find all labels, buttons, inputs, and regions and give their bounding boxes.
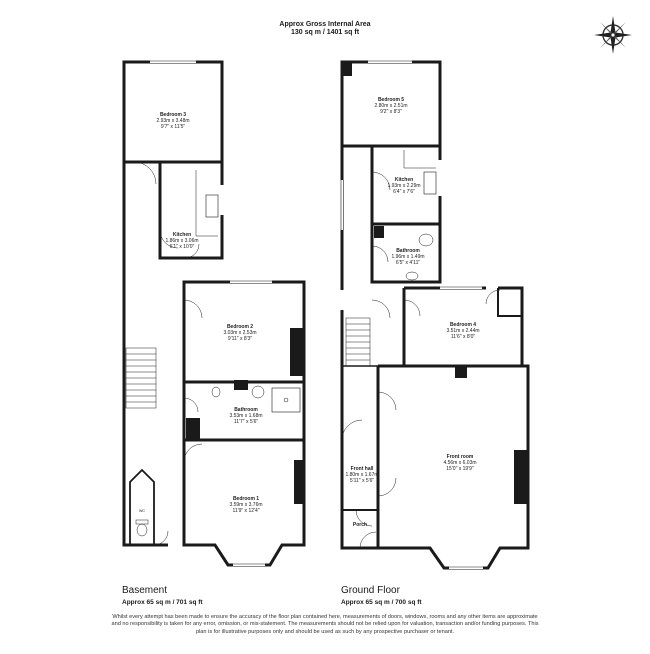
- ground-bedroom4-name: Bedroom 4: [450, 322, 476, 328]
- ground-bedroom5-imperial: 9'2" x 8'3": [380, 109, 402, 115]
- basement-bedroom2-name: Bedroom 2: [227, 324, 253, 330]
- basement-bathroom-name: Bathroom: [234, 407, 258, 413]
- basement-bedroom2-metric: 3.03m x 2.53m: [223, 330, 256, 336]
- basement-plan: [122, 60, 306, 567]
- basement-bathroom-metric: 3.53m x 1.68m: [229, 413, 262, 419]
- basement-kitchen-name: Kitchen: [173, 232, 191, 238]
- basement-bedroom1-imperial: 11'9" x 12'4": [232, 508, 259, 514]
- ground-kitchen-imperial: 6'4" x 7'6": [393, 189, 415, 195]
- basement-wc-name: WC: [139, 509, 145, 513]
- gross-area-subtitle: 130 sq m / 1401 sq ft: [290, 29, 360, 36]
- ground-bedroom5-metric: 2.80m x 2.51m: [374, 103, 407, 109]
- ground-bathroom-imperial: 6'5" x 4'11": [396, 260, 420, 266]
- gross-area-title: Approx Gross Internal Area: [279, 21, 371, 28]
- ground-kitchen-name: Kitchen: [395, 177, 413, 183]
- basement-bedroom3-metric: 2.93m x 3.48m: [156, 118, 189, 124]
- ground-frontroom-name: Front room: [447, 454, 474, 460]
- ground-frontroom-imperial: 15'0" x 19'9": [446, 466, 474, 472]
- ground-floor-plan: [340, 60, 530, 570]
- ground-bedroom5-name: Bedroom 5: [378, 97, 404, 103]
- basement-bedroom3-name: Bedroom 3: [160, 112, 186, 118]
- ground-fronthall-name: Front hall: [351, 466, 374, 472]
- basement-bedroom2-imperial: 9'11" x 8'3": [228, 336, 252, 342]
- ground-fronthall-metric: 1.80m x 1.67m: [345, 472, 378, 478]
- ground-bathroom-metric: 1.96m x 1.49m: [391, 254, 424, 260]
- basement-bathroom-imperial: 11'7" x 5'6": [234, 419, 258, 425]
- ground-fronthall-imperial: 5'11" x 5'6": [350, 478, 374, 484]
- basement-floor-area: Approx 65 sq m / 701 sq ft: [122, 599, 203, 606]
- basement-bedroom3-imperial: 9'7" x 11'5": [161, 124, 185, 130]
- basement-kitchen-metric: 1.86m x 3.06m: [165, 238, 198, 244]
- ground-bedroom4-metric: 3.51m x 2.44m: [446, 328, 479, 334]
- ground-bathroom-name: Bathroom: [396, 248, 420, 254]
- ground-floor-area: Approx 65 sq m / 700 sq ft: [341, 599, 422, 606]
- ground-floor-name: Ground Floor: [341, 585, 400, 596]
- ground-kitchen-metric: 1.93m x 2.29m: [387, 183, 420, 189]
- ground-porch-name: Porch: [353, 522, 367, 528]
- basement-bedroom1-name: Bedroom 1: [233, 496, 259, 502]
- compass-rose-icon: [594, 16, 632, 54]
- basement-floor-name: Basement: [122, 585, 168, 596]
- basement-bedroom1-metric: 3.59m x 3.76m: [229, 502, 262, 508]
- ground-frontroom-metric: 4.56m x 6.03m: [443, 460, 476, 466]
- disclaimer-text: Whilst every attempt has been made to en…: [111, 614, 539, 635]
- basement-kitchen-imperial: 6'1" x 10'0": [170, 244, 195, 250]
- ground-bedroom4-imperial: 11'6" x 8'0": [451, 334, 475, 340]
